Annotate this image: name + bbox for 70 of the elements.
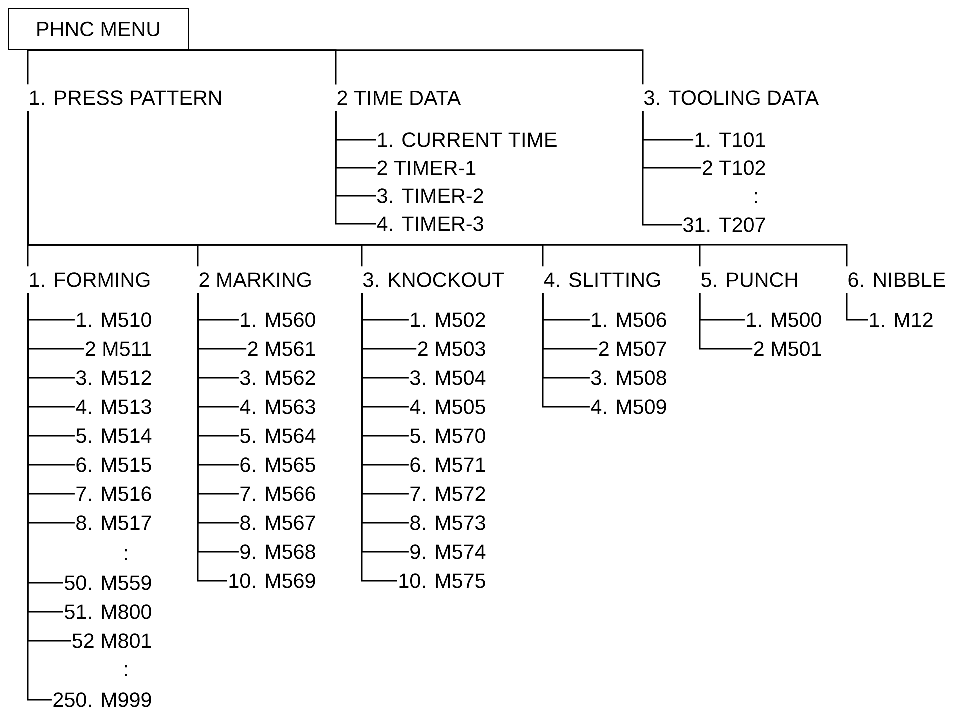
menu-item: 1. M502 [411,312,486,328]
menu-item: 1. M506 [592,312,666,328]
menu-item: 1. T101 [696,132,766,148]
menu-item: 2 M511 [86,342,152,356]
menu-item: 7. M566 [240,486,316,502]
connector-line [542,293,590,408]
menu-item: 6. M571 [410,458,486,472]
menu-item: 4. M513 [76,400,152,414]
menu-item: 7. M516 [76,486,152,502]
menu-item: 2 T102 [702,160,766,176]
menu-item: 3. M562 [240,370,316,386]
menu-item: 8. M517 [76,516,152,530]
menu-item: 51. M800 [65,604,152,620]
ellipsis-mark: : [125,550,127,560]
menu-item: 50. M559 [65,576,152,590]
menu-item: 4. M505 [410,400,486,414]
menu-item: 2 M503 [418,342,486,356]
menu-item: 1. M500 [747,312,822,328]
menu-item: 5. M570 [410,428,486,444]
connector-line [27,111,848,267]
connector-line [846,293,868,321]
menu-item: 3. TIMER-2 [378,188,484,204]
menu-item: 9. M568 [240,544,316,560]
menu-item: 3. M512 [76,370,152,386]
menu-heading: 3. TOOLING DATA [644,90,820,106]
menu-heading: 1. FORMING [30,272,150,288]
menu-heading: 2 TIME DATA [338,90,462,106]
menu-item: 2 M501 [754,342,822,356]
menu-item: 10. M569 [230,574,316,588]
menu-item: 7. M572 [410,486,486,502]
menu-heading: 2 MARKING [200,272,311,288]
menu-heading: 6. NIBBLE [848,272,946,288]
menu-item: 4. M509 [591,400,666,414]
menu-item: 8. M567 [240,516,316,530]
ellipsis-mark: : [125,666,127,676]
connector-line [27,50,30,85]
menu-item: 3. M508 [591,370,666,386]
connector-line [197,293,228,582]
menu-heading: 3. KNOCKOUT [364,272,504,288]
menu-item: 2 M507 [599,342,666,356]
menu-heading: 1. PRESS PATTERN [30,90,222,106]
menu-item: 10. M575 [400,574,486,588]
menu-item: 1. M560 [241,312,316,328]
menu-item: 3. M504 [410,370,486,386]
connector-line [642,111,682,226]
menu-item: 1. M12 [870,312,933,328]
menu-item: 5. M564 [240,428,316,444]
menu-item: 4. M563 [240,400,316,414]
menu-item: 4. TIMER-3 [377,216,484,232]
connector-line [27,293,52,701]
menu-item: 52 M801 [72,634,152,648]
connector-line [29,50,644,85]
menu-heading: 5. PUNCH [702,272,798,288]
menu-item: 250. M999 [54,692,152,708]
menu-heading: 4. SLITTING [544,272,660,288]
menu-item: 9. M574 [410,544,486,560]
connector-line [699,293,753,350]
connector-line [335,111,376,225]
menu-item: 2 M561 [248,342,316,356]
menu-item: 1. M510 [77,312,152,328]
menu-item: 5. M514 [76,428,152,444]
menu-box: PHNC MENU [8,8,190,50]
menu-item: 31. T207 [684,218,766,232]
menu-item: 6. M515 [76,458,152,472]
ellipsis-mark: : [755,192,757,204]
menu-item: 6. M565 [240,458,316,472]
connector-line [361,293,398,582]
menu-item: 1. CURRENT TIME [378,132,557,148]
menu-item: 8. M573 [410,516,486,530]
menu-item: 2 TIMER-1 [378,160,476,176]
